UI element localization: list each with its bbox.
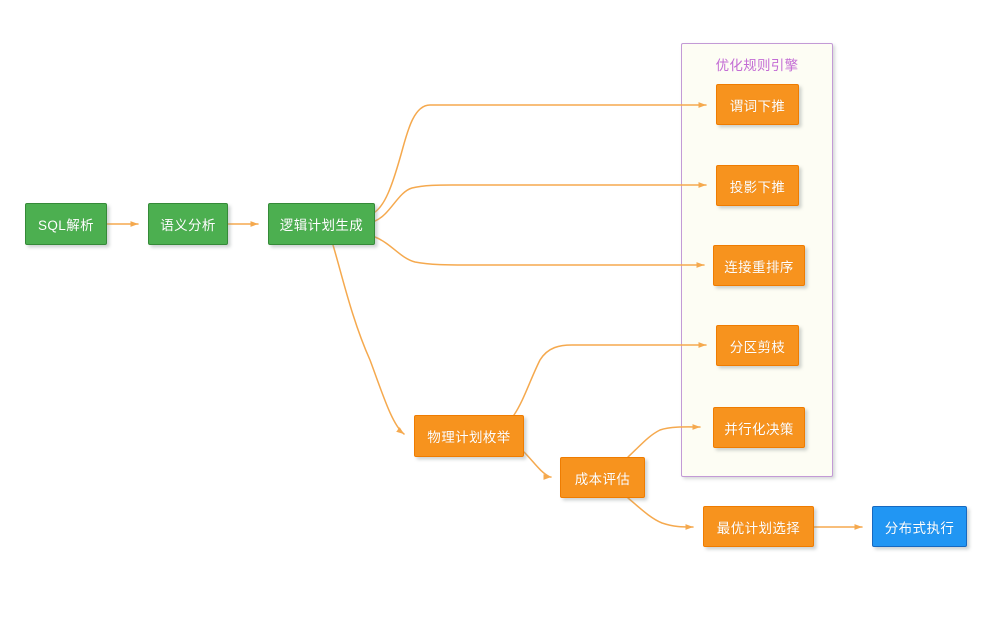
node-label-best_plan: 最优计划选择 xyxy=(716,520,801,536)
node-predicate[interactable]: 谓词下推 xyxy=(716,84,799,125)
edge-cost_eval-to-best_plan xyxy=(627,497,694,530)
node-label-join_reorder: 连接重排序 xyxy=(724,259,794,275)
node-label-partition: 分区剪枝 xyxy=(729,339,786,355)
edge-physical_enum-to-partition xyxy=(513,342,707,416)
node-join_reorder[interactable]: 连接重排序 xyxy=(713,245,805,286)
edge-logical_plan-to-projection xyxy=(374,182,707,222)
node-distributed[interactable]: 分布式执行 xyxy=(872,506,967,547)
edge-logical_plan-to-physical_enum xyxy=(332,244,405,435)
node-label-parallel: 并行化决策 xyxy=(724,421,794,437)
node-semantic[interactable]: 语义分析 xyxy=(148,203,228,245)
node-label-semantic: 语义分析 xyxy=(160,218,216,233)
subgraph-title: 优化规则引擎 xyxy=(715,58,799,73)
edge-logical_plan-to-join_reorder xyxy=(374,236,705,268)
edge-logical_plan-to-predicate xyxy=(374,102,707,213)
node-label-physical_enum: 物理计划枚举 xyxy=(427,430,511,445)
node-projection[interactable]: 投影下推 xyxy=(716,165,799,206)
node-cost_eval[interactable]: 成本评估 xyxy=(560,457,645,498)
node-label-distributed: 分布式执行 xyxy=(884,520,955,536)
node-label-logical_plan: 逻辑计划生成 xyxy=(279,218,364,233)
node-partition[interactable]: 分区剪枝 xyxy=(716,325,799,366)
node-physical_enum[interactable]: 物理计划枚举 xyxy=(414,415,524,457)
node-logical_plan[interactable]: 逻辑计划生成 xyxy=(268,203,375,245)
node-label-predicate: 谓词下推 xyxy=(729,98,786,114)
node-best_plan[interactable]: 最优计划选择 xyxy=(703,506,814,547)
node-sql_parse[interactable]: SQL解析 xyxy=(25,203,107,245)
node-parallel[interactable]: 并行化决策 xyxy=(713,407,805,448)
node-label-cost_eval: 成本评估 xyxy=(574,471,631,487)
edge-physical_enum-to-cost_eval xyxy=(523,451,552,480)
node-label-sql_parse: SQL解析 xyxy=(37,218,94,233)
node-label-projection: 投影下推 xyxy=(729,179,786,195)
